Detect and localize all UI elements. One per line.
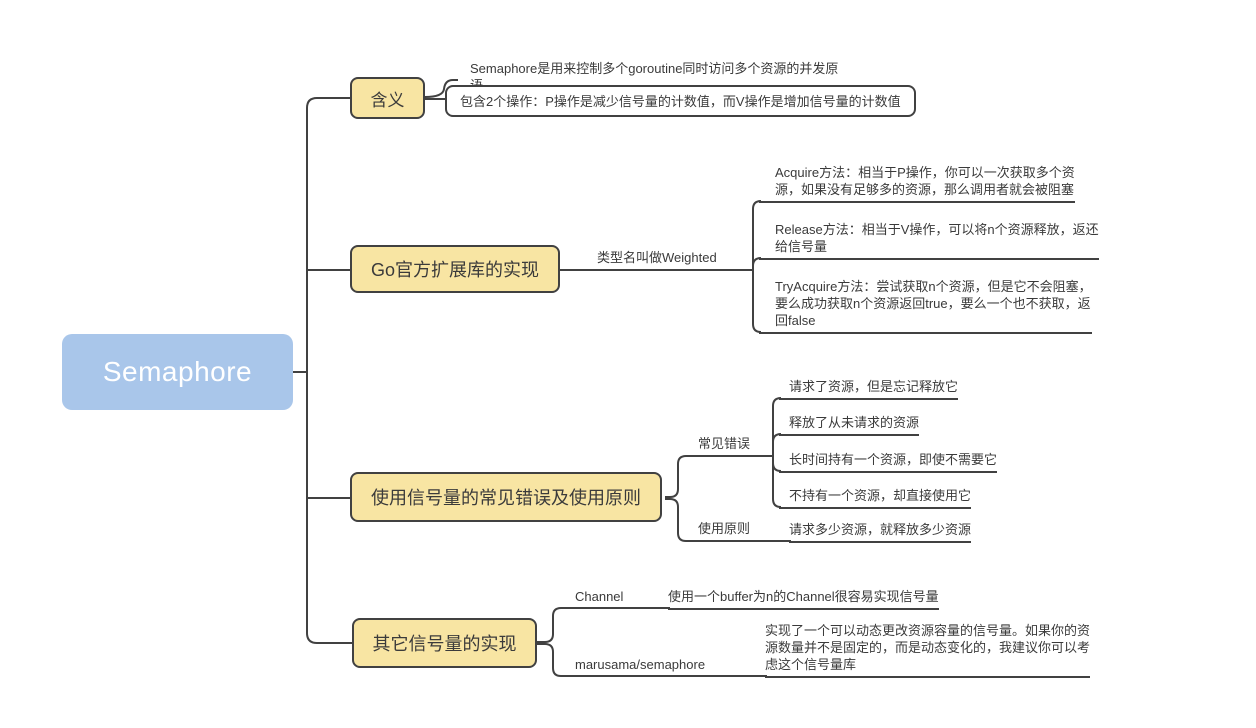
connector-channel <box>537 607 670 643</box>
connector-tryacquire <box>752 270 762 333</box>
topic-other-semaphore-implementations[interactable]: 其它信号量的实现 <box>352 618 537 668</box>
label-usage-principle[interactable]: 使用原则 <box>698 521 751 536</box>
root-node-label: Semaphore <box>102 356 253 387</box>
leaf-hold-too-long[interactable]: 长时间持有一个资源，即使不需要它 <box>779 451 998 473</box>
connector-usage-principle <box>665 498 791 542</box>
topic-common-mistakes-principles[interactable]: 使用信号量的常见错误及使用原则 <box>350 472 662 522</box>
leaf-acquire-method[interactable]: Acquire方法：相当于P操作，你可以一次获取多个资 源，如果没有足够多的资源… <box>759 164 1075 203</box>
leaf-forget-release[interactable]: 请求了资源，但是忘记释放它 <box>779 378 959 400</box>
connector-trunk <box>306 97 352 644</box>
leaf-release-unrequested[interactable]: 释放了从未请求的资源 <box>779 414 920 436</box>
leaf-release-what-you-request[interactable]: 请求多少资源，就释放多少资源 <box>789 521 972 543</box>
connector-meaning-leaf1 <box>424 79 458 98</box>
leaf-release-method[interactable]: Release方法：相当于V操作，可以将n个资源释放，返还 给信号量 <box>759 221 1099 260</box>
label-channel[interactable]: Channel <box>575 589 624 604</box>
leaf-pv-operations[interactable]: 包含2个操作：P操作是减少信号量的计数值，而V操作是增加信号量的计数值 <box>445 85 916 117</box>
leaf-tryacquire-method[interactable]: TryAcquire方法：尝试获取n个资源，但是它不会阻塞， 要么成功获取n个资… <box>759 278 1092 334</box>
topic-meaning[interactable]: 含义 <box>350 77 425 119</box>
label-marusama-semaphore[interactable]: marusama/semaphore <box>575 657 706 672</box>
connector-mistake4 <box>772 456 782 508</box>
label-common-mistakes[interactable]: 常见错误 <box>698 436 751 451</box>
leaf-channel-buffer[interactable]: 使用一个buffer为n的Channel很容易实现信号量 <box>668 588 939 610</box>
connector-marusama <box>537 643 767 677</box>
connector-common-mistakes <box>665 455 773 498</box>
root-node-semaphore[interactable]: Semaphore <box>62 334 293 410</box>
label-weighted-type[interactable]: 类型名叫做Weighted <box>597 250 717 265</box>
leaf-use-without-holding[interactable]: 不持有一个资源，却直接使用它 <box>779 487 972 509</box>
leaf-marusama-description[interactable]: 实现了一个可以动态更改资源容量的信号量。如果你的资 源数量并不是固定的，而是动态… <box>765 622 1091 678</box>
topic-go-extension-library[interactable]: Go官方扩展库的实现 <box>350 245 560 293</box>
